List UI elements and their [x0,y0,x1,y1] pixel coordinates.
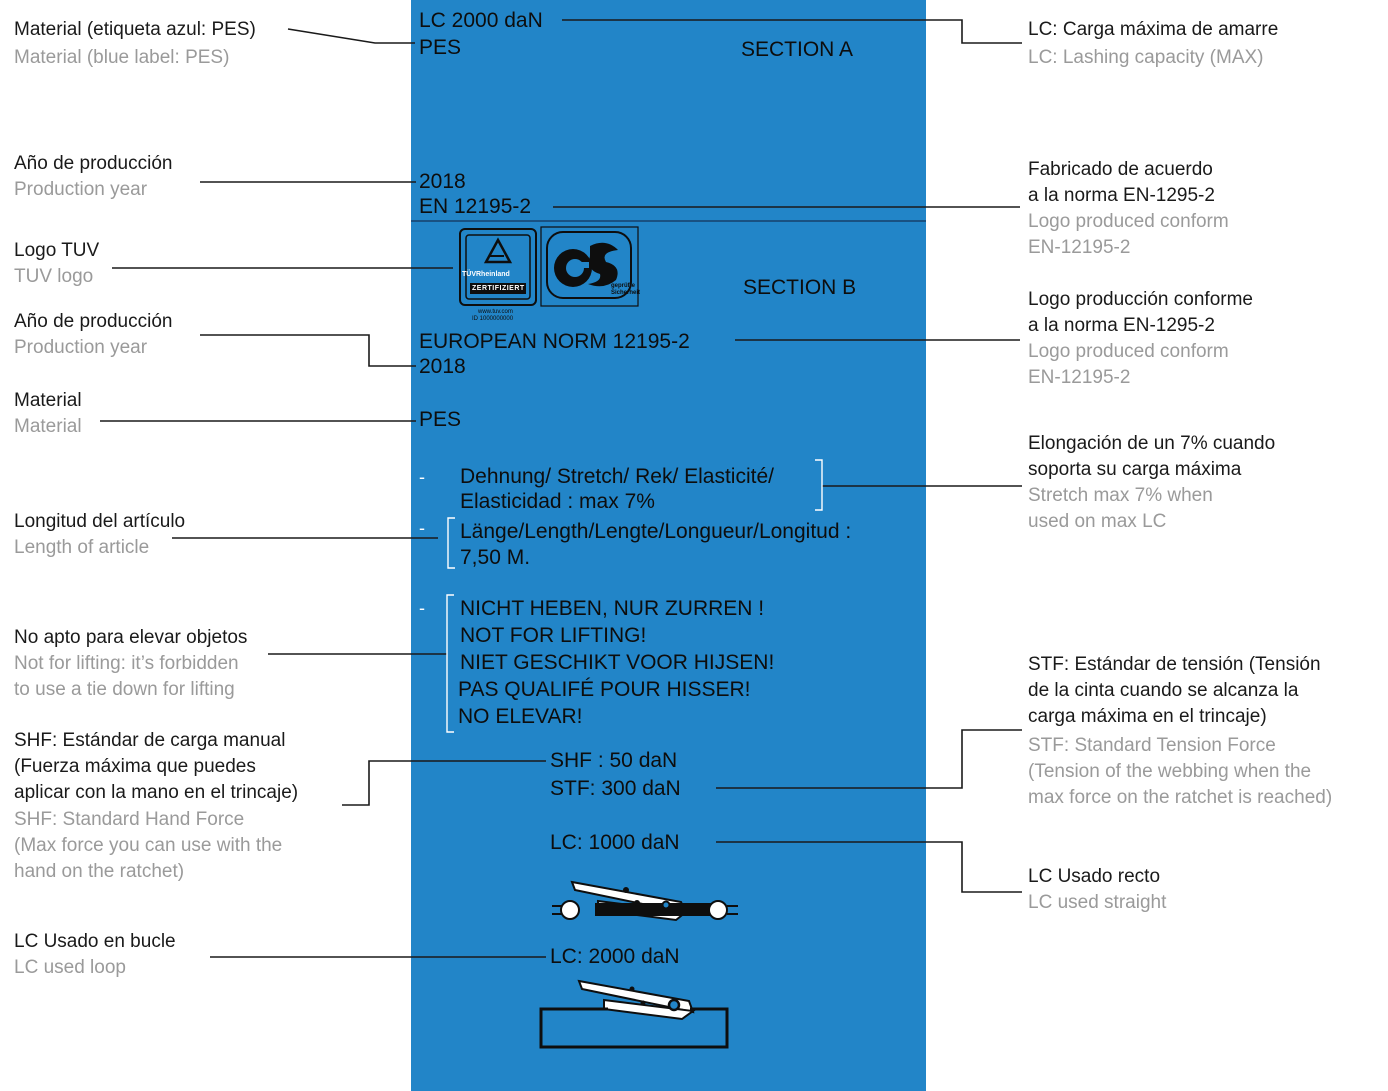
note-stf-en-1: STF: Standard Tension Force [1028,735,1276,756]
note-length-es: Longitud del artículo [14,511,186,532]
note-loop-es: LC Usado en bucle [14,931,176,952]
note-material-a-en: Material (blue label: PES) [14,47,230,68]
label-material-pes-a: PES [419,36,462,59]
label-warning-en: NOT FOR LIFTING! [460,624,647,647]
label-material-pes-b: PES [419,408,462,431]
note-length-en: Length of article [14,537,150,558]
label-norm-a: EN 12195-2 [419,195,532,218]
gs-logo-graphic [540,226,639,307]
label-stretch-line-2: Elasticidad : max 7% [460,490,655,513]
length-bracket [447,517,455,569]
note-year-a-es: Año de producción [14,153,173,174]
label-warning-de: NICHT HEBEN, NUR ZURREN ! [460,597,765,620]
note-stf-es-1: STF: Estándar de tensión (Tensión [1028,654,1321,675]
label-warning-fr: PAS QUALIFÉ POUR HISSER! [458,678,751,701]
note-material-b-es: Material [14,390,82,411]
tuv-logo-graphic [459,228,537,306]
leader-lc [562,19,1022,44]
note-stf-en-2: (Tension of the webbing when the [1028,761,1312,782]
stretch-bracket [815,459,823,511]
tuv-stamp-text: ZERTIFIZIERT [472,285,525,292]
note-lifting-en-1: Not for lifting: it’s forbidden [14,653,239,674]
note-shf-en-2: (Max force you can use with the [14,835,283,856]
note-year-b-en: Production year [14,337,148,358]
ratchet-straight-drawing [552,880,738,922]
note-stf-es-2: de la cinta cuando se alcanza la [1028,680,1299,701]
note-norm-a-es-2: a la norma EN-1295-2 [1028,185,1215,206]
label-warning-es: NO ELEVAR! [458,705,583,728]
note-year-b-es: Año de producción [14,311,173,332]
label-lc-2000: LC 2000 daN [419,9,543,32]
note-norm-b-es-1: Logo producción conforme [1028,289,1253,310]
gs-caption-1: geprüfte [611,283,635,289]
note-norm-b-es-2: a la norma EN-1295-2 [1028,315,1215,336]
leader-year-b [200,334,416,367]
note-stretch-en-1: Stretch max 7% when [1028,485,1213,506]
label-year-b: 2018 [419,355,466,378]
label-lc-loop: LC: 2000 daN [550,945,680,968]
note-norm-a-en-2: EN-12195-2 [1028,237,1131,258]
tuv-brand-text: TÜVRheinland [462,271,510,278]
note-tuv-es: Logo TUV [14,240,100,261]
ratchet-loop-drawing [539,979,729,1049]
label-length-line-2: 7,50 M. [460,546,531,569]
label-stretch-line-1: Dehnung/ Stretch/ Rek/ Elasticité/ [460,465,774,488]
note-norm-a-es-1: Fabricado de acuerdo [1028,159,1213,180]
note-shf-es-3: aplicar con la mano en el trincaje) [14,782,299,803]
note-stretch-es-2: soporta su carga máxima [1028,459,1242,480]
label-european-norm: EUROPEAN NORM 12195-2 [419,330,690,353]
label-year-a: 2018 [419,170,466,193]
section-a-title: SECTION A [741,38,854,61]
label-length-line-1: Länge/Length/Lengte/Longueur/Longitud : [460,520,852,543]
note-material-b-en: Material [14,416,82,437]
note-norm-a-en-1: Logo produced conform [1028,211,1229,232]
note-shf-en-1: SHF: Standard Hand Force [14,809,245,830]
tuv-id-text: ID 1000000000 [472,316,514,322]
dash-stretch: - [419,467,425,487]
note-stf-es-3: carga máxima en el trincaje) [1028,706,1267,727]
note-stretch-en-2: used on max LC [1028,511,1167,532]
leader-stf [716,729,1022,789]
note-lc-en: LC: Lashing capacity (MAX) [1028,47,1264,68]
note-year-a-en: Production year [14,179,148,200]
note-shf-es-1: SHF: Estándar de carga manual [14,730,286,751]
gs-caption-2: Sicherheit [611,290,641,296]
label-stf: STF: 300 daN [550,777,681,800]
tuv-url-text: www.tuv.com [478,309,513,315]
note-lifting-en-2: to use a tie down for lifting [14,679,235,700]
label-shf: SHF : 50 daN [550,749,678,772]
note-norm-b-en-2: EN-12195-2 [1028,367,1131,388]
white-brackets [446,459,823,733]
dash-length: - [419,518,425,538]
note-norm-b-en-1: Logo produced conform [1028,341,1229,362]
note-stf-en-3: max force on the ratchet is reached) [1028,787,1333,808]
note-shf-en-3: hand on the ratchet) [14,861,185,882]
dash-warning: - [419,598,425,618]
note-lc-es: LC: Carga máxima de amarre [1028,19,1279,40]
section-b-title: SECTION B [743,276,857,299]
leader-material-a [287,28,415,44]
note-shf-es-2: (Fuerza máxima que puedes [14,756,256,777]
leader-shf [342,760,546,806]
label-lc-straight: LC: 1000 daN [550,831,680,854]
note-material-a-es: Material (etiqueta azul: PES) [14,19,256,40]
note-tuv-en: TUV logo [14,266,94,287]
note-stretch-es-1: Elongación de un 7% cuando [1028,433,1276,454]
note-lifting-es: No apto para elevar objetos [14,627,248,648]
note-straight-en: LC used straight [1028,892,1167,913]
note-loop-en: LC used loop [14,957,126,978]
note-straight-es: LC Usado recto [1028,866,1161,887]
label-warning-nl: NIET GESCHIKT VOOR HIJSEN! [460,651,775,674]
leader-straight [716,841,1022,893]
warning-bracket [446,594,454,733]
